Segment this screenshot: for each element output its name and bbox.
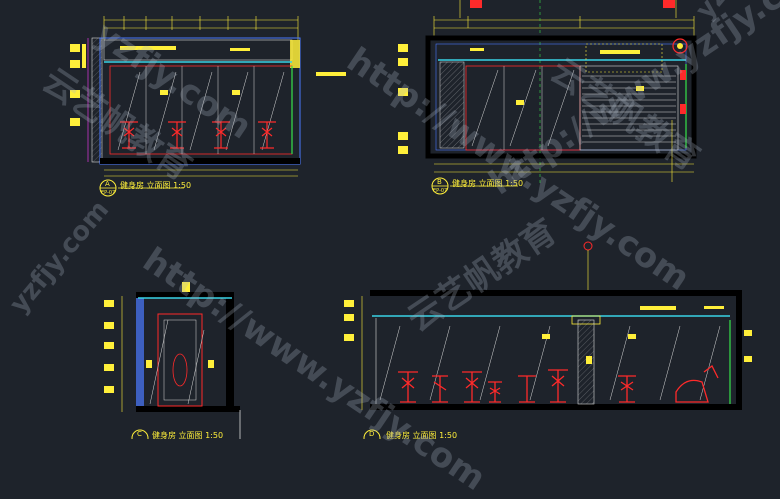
ceiling-light (120, 46, 176, 50)
level-tag (70, 44, 80, 52)
drawing-title-a: 健身房 立面图 1:50 (120, 181, 192, 190)
ceiling-slab (370, 290, 740, 296)
cad-drawing-sheet: 健身房 立面图 1:50 健身房 立面图 1:50 健身房 立面图 1:50 健… (4, 0, 780, 499)
gym-equipment (120, 121, 276, 149)
drawing-title-d: 健身房 立面图 1:50 (386, 431, 458, 440)
drawing-title-b: 健身房 立面图 1:50 (452, 179, 524, 188)
elevation-b (398, 0, 697, 195)
elevation-d (344, 241, 752, 447)
cad-canvas (70, 0, 752, 447)
wall-outline (99, 37, 301, 165)
sheet-ref-a: EP-07 (101, 190, 116, 196)
gym-equipment-row (398, 365, 719, 403)
louvre-panel (582, 75, 676, 143)
drawing-title-c: 健身房 立面图 1:50 (152, 431, 224, 440)
elevation-c (104, 282, 241, 447)
view-letter-b: B (437, 178, 442, 186)
sheet-ref-b: EP-07 (433, 188, 448, 194)
view-letter-d: D (369, 430, 375, 438)
view-letter-c: C (137, 430, 142, 438)
view-letter-a: A (105, 180, 110, 188)
elevation-a (70, 16, 346, 197)
door-frame (157, 313, 203, 407)
wall-sconce (160, 90, 168, 95)
wall-outline-heavy (425, 35, 697, 159)
